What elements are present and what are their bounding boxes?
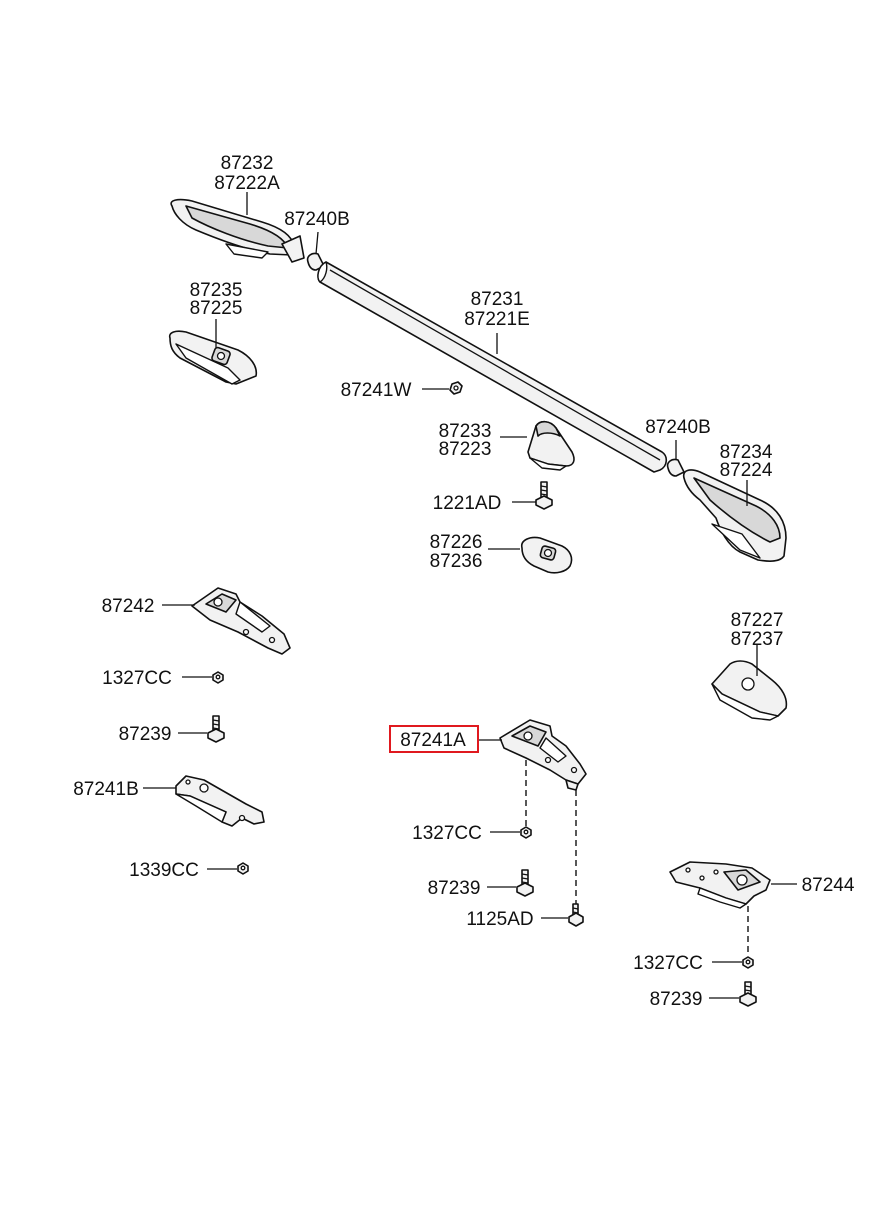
bolt-87239-left-part (207, 715, 225, 743)
label-87223[interactable]: 87223 (439, 439, 492, 460)
label-87221e[interactable]: 87221E (464, 309, 530, 330)
label-87244[interactable]: 87244 (802, 875, 855, 896)
nut-1327cc-center-part (520, 826, 532, 839)
label-1221ad[interactable]: 1221AD (433, 493, 502, 514)
bracket-87242-part (191, 587, 291, 655)
nut-87241w-part (449, 381, 463, 395)
rail-clip-right-part (666, 458, 685, 477)
label-1327cc-left[interactable]: 1327CC (102, 668, 172, 689)
bracket-87241a-part (499, 719, 587, 791)
front-end-cap-part (170, 198, 305, 263)
nut-1339cc-part (237, 862, 249, 875)
label-87239-center[interactable]: 87239 (428, 878, 481, 899)
roof-rail-bar-part (317, 261, 668, 473)
label-87239-right[interactable]: 87239 (650, 989, 703, 1010)
label-87241w[interactable]: 87241W (341, 380, 412, 401)
label-87222a[interactable]: 87222A (214, 173, 280, 194)
label-1125ad[interactable]: 1125AD (466, 909, 533, 930)
label-87241a[interactable]: 87241A (400, 730, 466, 751)
label-87224[interactable]: 87224 (720, 460, 773, 481)
label-87239-left[interactable]: 87239 (119, 724, 172, 745)
screw-1125ad-part (568, 903, 584, 927)
label-87242[interactable]: 87242 (102, 596, 155, 617)
label-87226[interactable]: 87226 (430, 532, 483, 553)
nut-1327cc-right-part (742, 956, 754, 969)
label-87237[interactable]: 87237 (731, 629, 784, 650)
screw-1221ad-part (535, 481, 553, 510)
leader-87240b-left (315, 231, 319, 255)
label-1327cc-right[interactable]: 1327CC (633, 953, 703, 974)
label-87234[interactable]: 87234 (720, 442, 773, 463)
label-87236[interactable]: 87236 (430, 551, 483, 572)
label-87240b-right[interactable]: 87240B (645, 417, 711, 438)
bracket-87241b-part (175, 775, 265, 827)
rear-pad-part (711, 660, 788, 721)
center-pad-part (520, 536, 573, 574)
label-1327cc-center[interactable]: 1327CC (412, 823, 482, 844)
center-support-part (527, 420, 575, 471)
front-pad-part (168, 330, 258, 385)
label-87232[interactable]: 87232 (221, 153, 274, 174)
label-87225[interactable]: 87225 (190, 298, 243, 319)
label-87233[interactable]: 87233 (439, 421, 492, 442)
label-87227[interactable]: 87227 (731, 610, 784, 631)
rear-end-cap-part (682, 469, 787, 562)
highlight-box (389, 725, 479, 753)
bolt-87239-right-part (739, 981, 757, 1007)
bolt-87239-center-part (516, 869, 534, 897)
label-87231[interactable]: 87231 (471, 289, 524, 310)
label-87241b[interactable]: 87241B (73, 779, 139, 800)
label-87240b-left[interactable]: 87240B (284, 209, 350, 230)
nut-1327cc-left-part (212, 671, 224, 684)
label-87235[interactable]: 87235 (190, 280, 243, 301)
label-1339cc[interactable]: 1339CC (129, 860, 199, 881)
bracket-87244-part (669, 861, 771, 909)
